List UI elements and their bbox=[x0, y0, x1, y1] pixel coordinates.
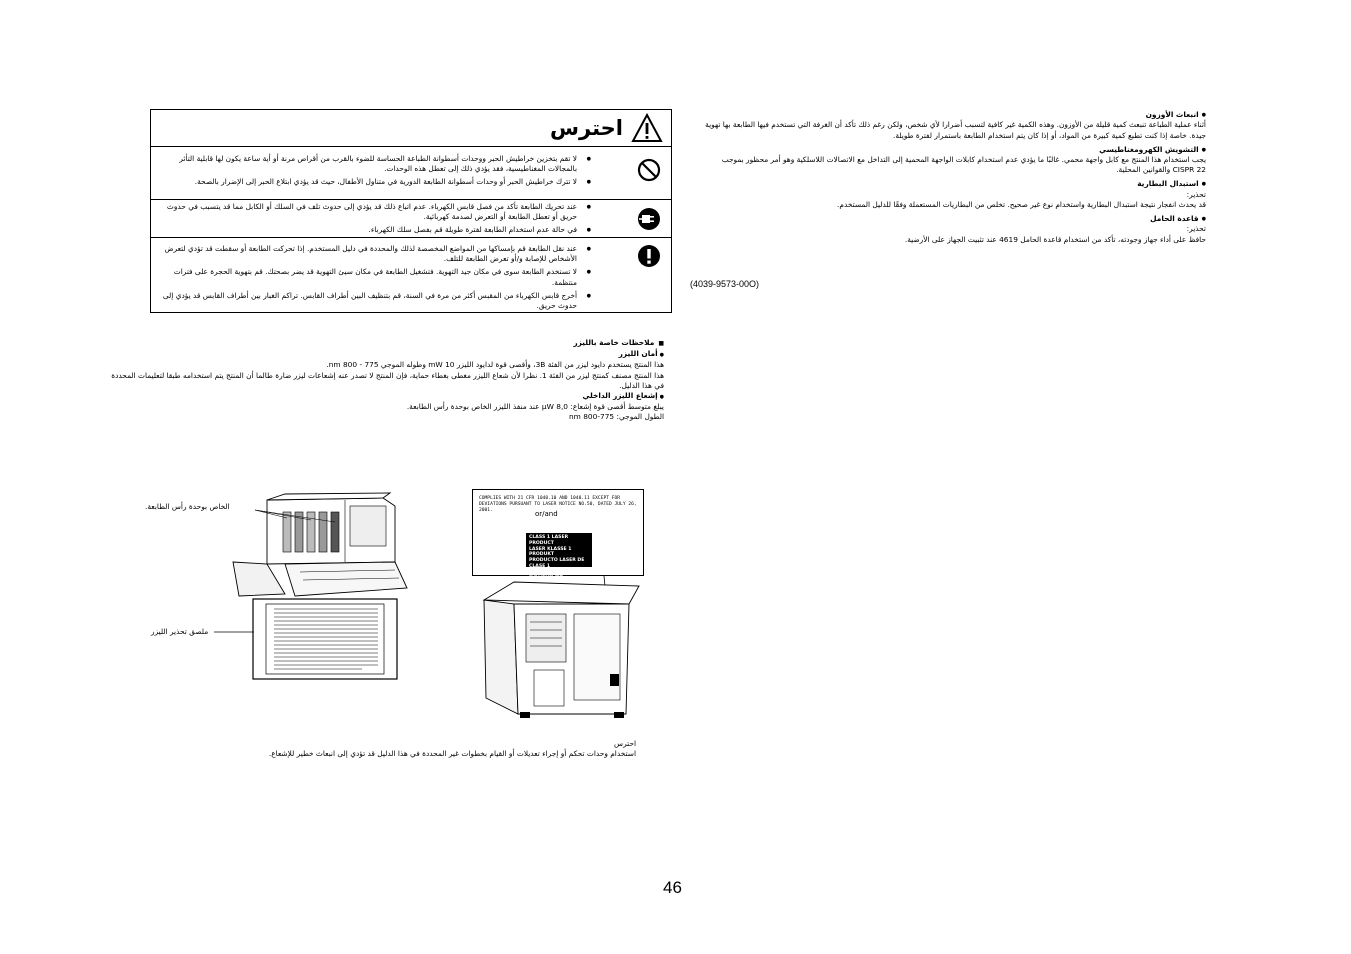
laser-safety-line2: هذا المنتج مصنف كمنتج ليزر من الفئة 1. ن… bbox=[111, 370, 664, 390]
warning-triangle-icon bbox=[631, 113, 663, 142]
laser-label-callout: ملصق تحذير الليزر bbox=[151, 627, 209, 636]
caution-box-title: احترس bbox=[550, 116, 623, 140]
stand-title: قاعدة الحامل bbox=[700, 214, 1206, 224]
prohibited-icon bbox=[637, 158, 661, 182]
printer-rear-illustration bbox=[482, 575, 640, 718]
laser-safety-line1: هذا المنتج يستخدم دايود ليزر من الفئة 3B… bbox=[326, 360, 664, 370]
caution-row-storage: لا تقم بتخزين خراطيش الحبر ووحدات أسطوان… bbox=[151, 146, 671, 200]
cdrh-or-and: or/and bbox=[535, 510, 558, 518]
laser-notes-section: ملاحظات خاصة بالليزر أمان الليزر هذا الم… bbox=[100, 338, 664, 423]
cdrh-label-line2: DEVIATIONS PURSUANT TO LASER NOTICE NO.5… bbox=[479, 502, 637, 513]
stand-section: قاعدة الحامل تحذير: حافظ على أداء جهاز و… bbox=[700, 214, 1206, 245]
caution-row-unplug-text: عند تحريك الطابعة تأكد من فصل قابس الكهر… bbox=[161, 202, 591, 239]
caution-item: لا تترك خراطيش الحبر أو وحدات أسطوانة ال… bbox=[161, 177, 591, 187]
laser-radiation-line1: يبلغ متوسط أقصى قوة إشعاع: μW 8,0 عند من… bbox=[406, 402, 664, 412]
class1-line: CLASS 1 LASER PRODUCT bbox=[529, 535, 569, 546]
laser-warning-label-illustration bbox=[252, 598, 398, 680]
caution-item: عند نقل الطابعة قم بإمساكها من المواضع ا… bbox=[161, 244, 591, 264]
caution-row-storage-text: لا تقم بتخزين خراطيش الحبر ووحدات أسطوان… bbox=[161, 154, 591, 191]
caution-item: في حالة عدم استخدام الطابعة لفترة طويلة … bbox=[161, 225, 591, 235]
cdrh-label: COMPLIES WITH 21 CFR 1040.10 AND 1040.11… bbox=[472, 489, 644, 581]
emi-section: التشويش الكهرومغناطيسي يجب استخدام هذا ا… bbox=[700, 145, 1206, 176]
caution-row-handling: عند نقل الطابعة قم بإمساكها من المواضع ا… bbox=[151, 238, 671, 312]
laser-notes-title: ملاحظات خاصة بالليزر bbox=[100, 338, 664, 349]
model-code: (4039-9573-00O) bbox=[690, 279, 760, 289]
laser-radiation-line2: الطول الموجي: 775-800 nm bbox=[568, 412, 664, 422]
laser-safety-title: أمان الليزر bbox=[100, 349, 664, 360]
page-number: 46 bbox=[663, 878, 682, 897]
ozone-title: انبعاث الأوزون bbox=[700, 110, 1206, 120]
caution-item: لا تقم بتخزين خراطيش الحبر ووحدات أسطوان… bbox=[161, 154, 591, 174]
cdrh-label-line1: COMPLIES WITH 21 CFR 1040.10 AND 1040.11… bbox=[479, 496, 621, 501]
emi-title: التشويش الكهرومغناطيسي bbox=[700, 145, 1206, 155]
printhead-callout: الخاص بوحدة رأس الطابعة. bbox=[145, 502, 230, 511]
ozone-body: أثناء عملية الطباعة تنبعث كمية قليلة من … bbox=[705, 120, 1206, 140]
caution-item: عند تحريك الطابعة تأكد من فصل قابس الكهر… bbox=[161, 202, 591, 222]
caution-item: أخرج قابس الكهرباء من المقبس أكثر من مرة… bbox=[161, 291, 591, 311]
ozone-section: انبعاث الأوزون أثناء عملية الطباعة تنبعث… bbox=[700, 110, 1206, 141]
right-column: انبعاث الأوزون أثناء عملية الطباعة تنبعث… bbox=[700, 110, 1206, 249]
caution-row-handling-text: عند نقل الطابعة قم بإمساكها من المواضع ا… bbox=[161, 244, 591, 314]
printer-open-illustration bbox=[232, 492, 408, 597]
caution-row-unplug: عند تحريك الطابعة تأكد من فصل قابس الكهر… bbox=[151, 200, 671, 238]
battery-body: قد يحدث انفجار نتيجة استبدال البطارية وا… bbox=[837, 199, 1206, 209]
emi-body: يجب استخدام هذا المنتج مع كابل واجهة محم… bbox=[721, 155, 1206, 175]
mandatory-icon bbox=[638, 245, 660, 267]
unplug-icon bbox=[638, 208, 660, 230]
class1-laser-badge: CLASS 1 LASER PRODUCT LASER KLASSE 1 PRO… bbox=[526, 533, 592, 581]
caution-box-header: احترس bbox=[151, 110, 671, 147]
stand-caution-label: تحذير: bbox=[1186, 224, 1206, 234]
battery-title: استبدال البطارية bbox=[700, 179, 1206, 189]
battery-section: استبدال البطارية تحذير: قد يحدث انفجار ن… bbox=[700, 179, 1206, 210]
bottom-caution-body: استخدام وحدات تحكم أو إجراء تعديلات أو ا… bbox=[268, 749, 636, 759]
laser-label-callout-line bbox=[214, 631, 254, 633]
bottom-caution: احترس استخدام وحدات تحكم أو إجراء تعديلا… bbox=[250, 739, 636, 759]
class1-line: PRODUCTO LASER DE CLASE 1 bbox=[529, 558, 585, 569]
battery-caution-label: تحذير: bbox=[1186, 189, 1206, 199]
caution-item: لا تستخدم الطابعة سوى في مكان جيد التهوي… bbox=[161, 267, 591, 287]
laser-radiation-title: إشعاع الليزر الداخلي bbox=[100, 391, 664, 402]
caution-box: احترس لا تقم بتخزين خراطيش الحبر ووحدات … bbox=[150, 109, 672, 313]
class1-line: 등급1레이저 제품 bbox=[529, 575, 564, 581]
class1-line: LASER KLASSE 1 PRODUKT bbox=[529, 546, 572, 558]
bottom-caution-title: احترس bbox=[614, 739, 636, 748]
stand-body: حافظ على أداء جهاز وجودته، تأكد من استخد… bbox=[904, 234, 1206, 244]
class1-line: 1等級レーザ製品 bbox=[529, 569, 565, 575]
